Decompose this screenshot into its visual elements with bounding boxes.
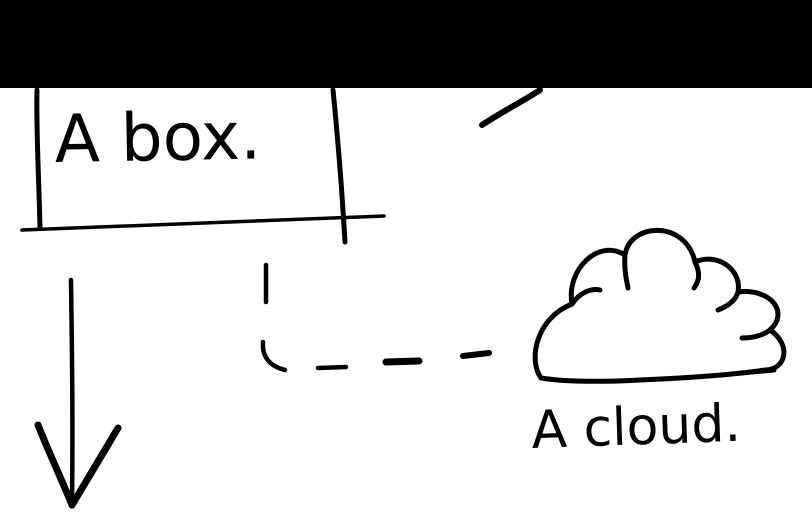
box-label: A box. <box>54 97 262 178</box>
box-shape <box>20 87 386 245</box>
dashed-connector <box>260 262 492 373</box>
cloud-label: A cloud. <box>530 394 741 461</box>
top-black-bar <box>0 0 812 88</box>
down-arrow <box>34 277 122 509</box>
connector-top-stroke <box>479 87 543 128</box>
cloud-inner-strokes <box>569 252 777 375</box>
